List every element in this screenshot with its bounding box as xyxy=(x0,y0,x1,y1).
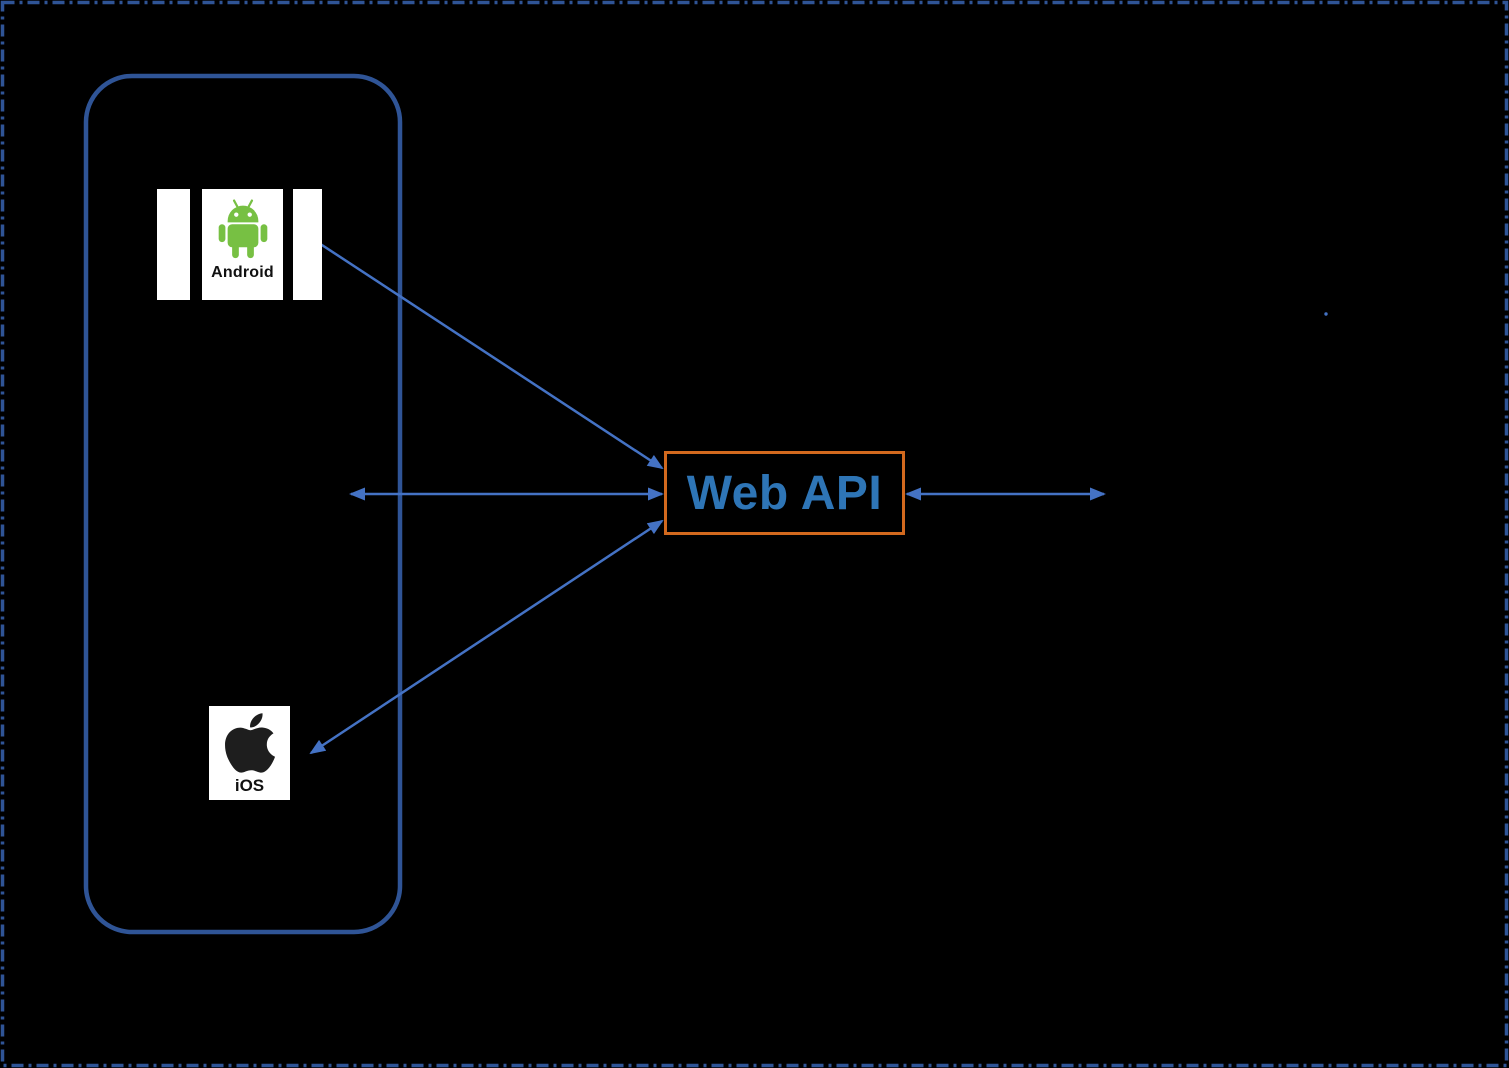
android-logo-tile: Android xyxy=(202,189,283,300)
apple-icon xyxy=(224,713,275,773)
ios-node: iOS xyxy=(209,706,290,800)
web-api-label: Web API xyxy=(686,466,883,520)
android-strip-left xyxy=(157,189,190,300)
arrow-android-webapi xyxy=(294,226,664,470)
android-robot-icon xyxy=(218,199,267,259)
android-node: Android xyxy=(157,189,322,300)
stray-dot xyxy=(1324,312,1328,316)
web-api-box: Web API xyxy=(664,451,905,535)
ios-label: iOS xyxy=(234,776,265,795)
android-label: Android xyxy=(211,264,274,281)
mobile-group-box xyxy=(83,73,403,935)
android-strip-right xyxy=(293,189,322,300)
arrow-ios-webapi xyxy=(309,519,664,755)
